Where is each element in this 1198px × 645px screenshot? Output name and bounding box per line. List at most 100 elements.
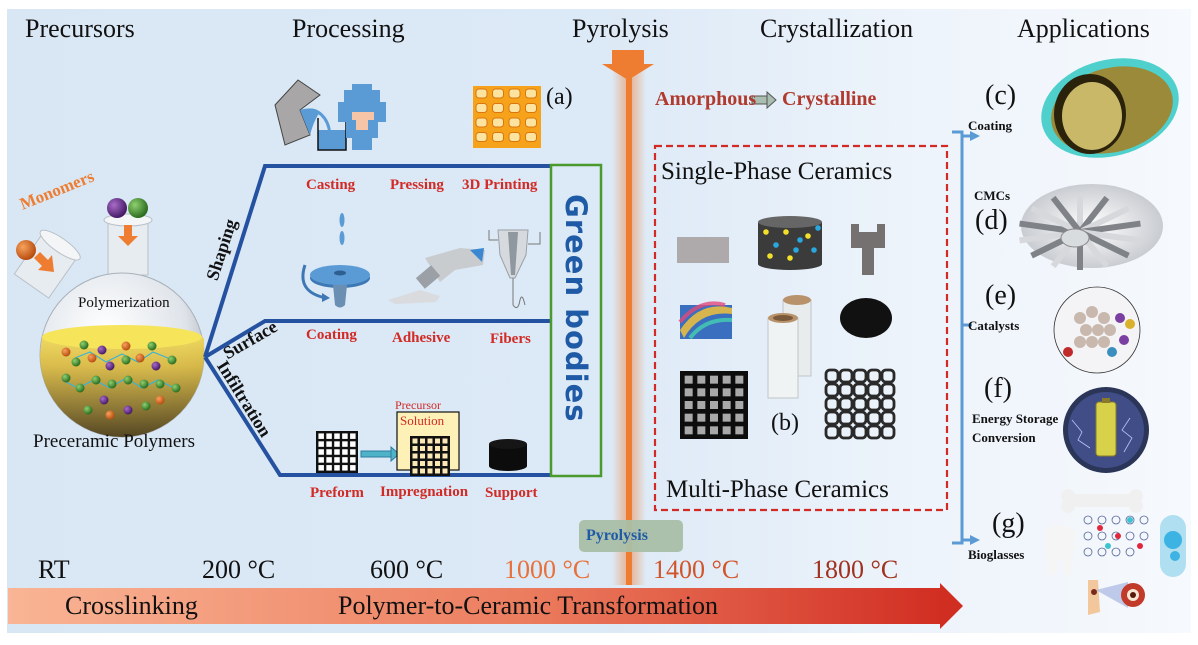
monomer-sphere: [135, 353, 145, 363]
solution-label: Solution: [400, 413, 445, 428]
monomer-sphere: [61, 347, 71, 357]
ceramic-samples: [677, 216, 896, 440]
green-bodies-label: Green bodies: [559, 194, 593, 423]
temp-1400: 1400 °C: [653, 555, 740, 584]
method-casting: Casting: [306, 177, 356, 193]
preform-grid-icon: [316, 431, 358, 473]
monomer-sphere: [155, 379, 165, 389]
spin-coating-icon: [301, 213, 370, 308]
polymerization-label: Polymerization: [78, 295, 170, 311]
app-label-catalysts: Catalysts: [968, 318, 1020, 333]
impregnation-arrow-icon: [360, 445, 400, 463]
fiber-spinning-icon: [488, 229, 541, 309]
method-3d-printing: 3D Printing: [462, 177, 538, 193]
app-label-bioglasses: Bioglasses: [968, 547, 1025, 562]
crystalline-label: Crystalline: [782, 88, 877, 110]
monomer-sphere: [79, 340, 89, 350]
monomer-sphere: [71, 357, 81, 367]
processing-branches: [203, 164, 550, 477]
adhesive-gun-icon: [388, 248, 485, 304]
amorphous-to-crystalline-arrow-icon: [751, 90, 777, 110]
monomer-sphere: [167, 355, 177, 365]
monomer-sphere: [151, 361, 161, 371]
monomer-sphere: [123, 405, 133, 415]
monomer-sphere: [87, 353, 97, 363]
pyrolysis-badge: [579, 520, 683, 552]
app-letter-c: (c): [985, 80, 1017, 111]
monomer-sphere: [155, 395, 165, 405]
precursor-label: Precursor: [395, 398, 441, 412]
pyrolysis-bar: [602, 50, 654, 585]
monomer-sphere: [75, 383, 85, 393]
monomer-sphere: [105, 361, 115, 371]
temp-600: 600 °C: [370, 555, 444, 584]
pressing-icon: [338, 84, 386, 150]
monomer-sphere: [99, 395, 109, 405]
monomer-sphere: [105, 410, 115, 420]
monomer-sphere: [147, 341, 157, 351]
monomer-sphere: [97, 345, 107, 355]
timeline-arrow: [8, 583, 963, 629]
app-letter-e: (e): [985, 280, 1017, 311]
preceramic-polymers-caption: Preceramic Polymers: [33, 431, 195, 452]
support-cylinder-icon: [489, 439, 527, 471]
monomer-sphere: [139, 379, 149, 389]
monomer-sphere: [61, 373, 71, 383]
impregnation-grid-icon: [410, 436, 450, 476]
green-bodies-box: [549, 163, 603, 478]
method-coating: Coating: [306, 327, 357, 343]
app-bioglass-image: [1045, 489, 1186, 615]
monomer-sphere: [171, 383, 181, 393]
monomer-sphere: [107, 379, 117, 389]
monomer-sphere: [141, 401, 151, 411]
header-processing: Processing: [292, 14, 405, 43]
ceramic-part-icon: [851, 224, 885, 275]
multi-phase-ceramics-title: Multi-Phase Ceramics: [666, 476, 889, 503]
panel-label-b: (b): [771, 410, 799, 436]
applications-bracket: [952, 130, 972, 545]
porous-ceramic-cylinder-icon: [758, 216, 822, 270]
pyrolysis-arrow-icon: [602, 50, 654, 80]
app-letter-d: (d): [975, 205, 1008, 236]
lattice-ceramic-icon: [824, 368, 896, 440]
app-catalyst-image: [1053, 286, 1141, 374]
monomer-sphere: [121, 341, 131, 351]
monomer-sphere: [123, 375, 133, 385]
single-phase-ceramics-title: Single-Phase Ceramics: [661, 158, 893, 185]
fiber-spools-icon: [767, 295, 812, 399]
temp-1800: 1800 °C: [812, 555, 899, 584]
header-pyrolysis: Pyrolysis: [572, 14, 669, 43]
app-label-energy: Energy Storage Conversion: [972, 411, 1059, 445]
arrow-right-icon: [970, 131, 980, 141]
app-coating-image: [1041, 58, 1179, 158]
method-pressing: Pressing: [390, 177, 444, 193]
flask-illustration: [13, 198, 205, 438]
3d-printing-lattice-icon: [473, 86, 541, 148]
ceramic-plate-icon: [677, 237, 729, 263]
method-adhesive: Adhesive: [392, 330, 451, 346]
pyrolysis-badge-label: Pyrolysis: [586, 527, 648, 544]
method-preform: Preform: [310, 485, 364, 501]
temp-rt: RT: [38, 555, 70, 584]
method-support: Support: [485, 485, 538, 501]
temp-1000: 1000 °C: [504, 555, 591, 584]
temp-200: 200 °C: [202, 555, 276, 584]
timeline-transformation: Polymer-to-Ceramic Transformation: [338, 591, 719, 620]
header-applications: Applications: [1017, 14, 1150, 43]
timeline-crosslinking: Crosslinking: [65, 591, 198, 620]
app-letter-g: (g): [992, 508, 1025, 539]
method-fibers: Fibers: [490, 331, 531, 347]
app-letter-f: (f): [984, 373, 1012, 404]
app-cmc-turbine-image: [1019, 184, 1163, 270]
app-label-coating: Coating: [968, 118, 1013, 133]
arrow-right-icon: [970, 535, 980, 545]
app-energy-battery-image: [1063, 387, 1149, 473]
casting-icon: [274, 79, 347, 151]
amorphous-label: Amorphous: [655, 88, 757, 110]
monomer-sphere: [91, 375, 101, 385]
header-crystallization: Crystallization: [760, 14, 914, 43]
app-label-cmcs: CMCs: [974, 188, 1011, 203]
monomer-sphere: [83, 405, 93, 415]
black-powder-icon: [840, 298, 892, 338]
